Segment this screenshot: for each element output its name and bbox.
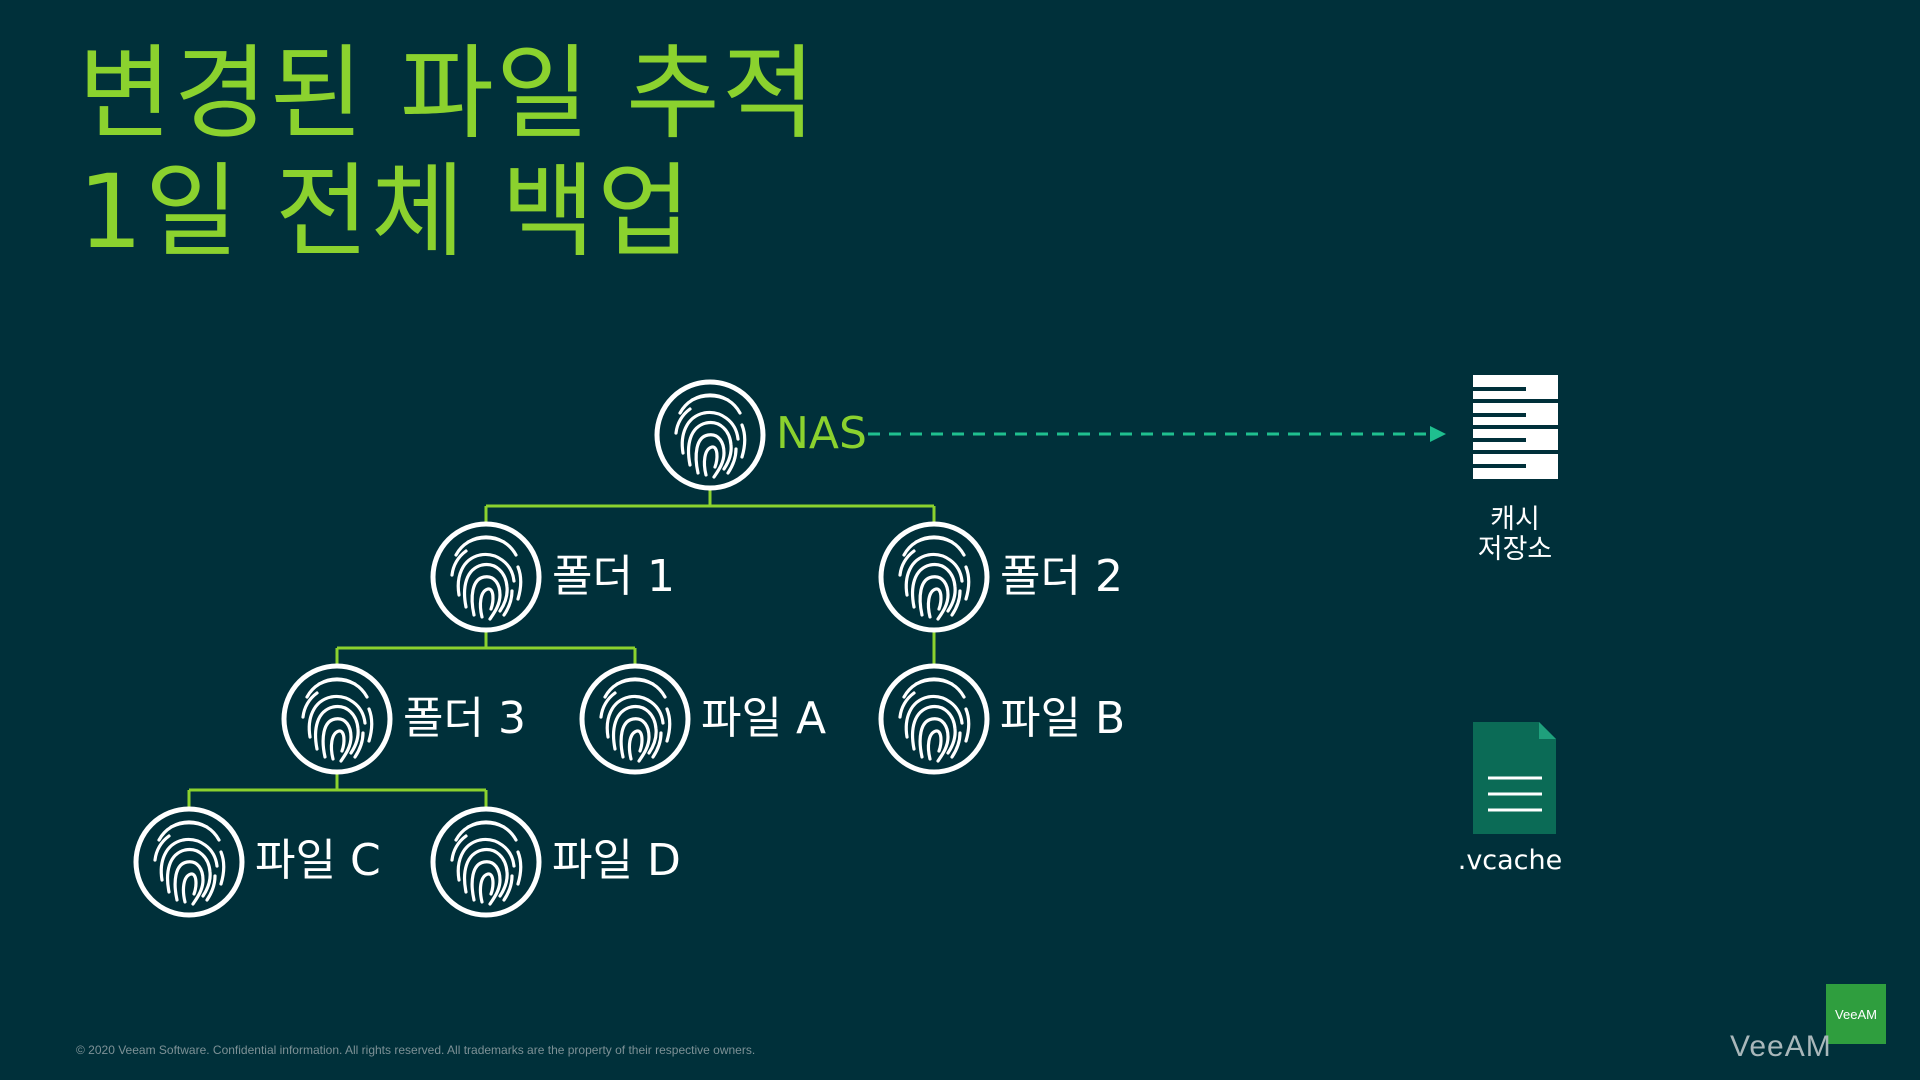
title-line-1: 변경된 파일 추적 xyxy=(78,35,818,154)
cache-repository-line-2: 저장소 xyxy=(1477,534,1553,565)
node-label-file-b: 파일 B xyxy=(1000,693,1126,744)
node-label-file-a: 파일 A xyxy=(701,693,827,744)
vcache-label: .vcache xyxy=(1457,845,1563,876)
node-label-file-d: 파일 D xyxy=(552,835,681,886)
fingerprint-icon xyxy=(433,524,539,630)
slide-title: 변경된 파일 추적 1일 전체 백업 xyxy=(78,36,818,272)
connector-nas xyxy=(484,488,936,524)
tree-connectors xyxy=(187,488,936,808)
veeam-logo-box: VeeAM xyxy=(1826,984,1886,1044)
document-icon xyxy=(1473,722,1556,834)
fingerprint-icon xyxy=(657,382,763,488)
connector-folder3 xyxy=(187,772,488,808)
fingerprint-icon xyxy=(284,666,390,772)
fingerprint-icon xyxy=(881,666,987,772)
connector-folder1 xyxy=(335,630,637,666)
sync-arrow xyxy=(868,426,1446,442)
storage-stack-icon xyxy=(1473,375,1558,479)
node-label-folder-1: 폴더 1 xyxy=(552,551,675,602)
node-label-folder-2: 폴더 2 xyxy=(1000,551,1123,602)
fingerprint-icon xyxy=(136,809,242,915)
node-label-folder-3: 폴더 3 xyxy=(403,693,526,744)
veeam-logo-word: VeeAM xyxy=(1730,1030,1832,1063)
node-label-file-c: 파일 C xyxy=(255,835,381,886)
cache-repository-line-1: 캐시 xyxy=(1490,504,1540,535)
fingerprint-icon xyxy=(881,524,987,630)
fingerprint-icon xyxy=(582,666,688,772)
fingerprint-icon xyxy=(433,809,539,915)
cache-repository-label: 캐시 저장소 xyxy=(1465,505,1565,565)
node-label-nas: NAS xyxy=(776,408,867,459)
copyright-footer: © 2020 Veeam Software. Confidential info… xyxy=(76,1043,756,1057)
title-line-2: 1일 전체 백업 xyxy=(78,153,693,272)
